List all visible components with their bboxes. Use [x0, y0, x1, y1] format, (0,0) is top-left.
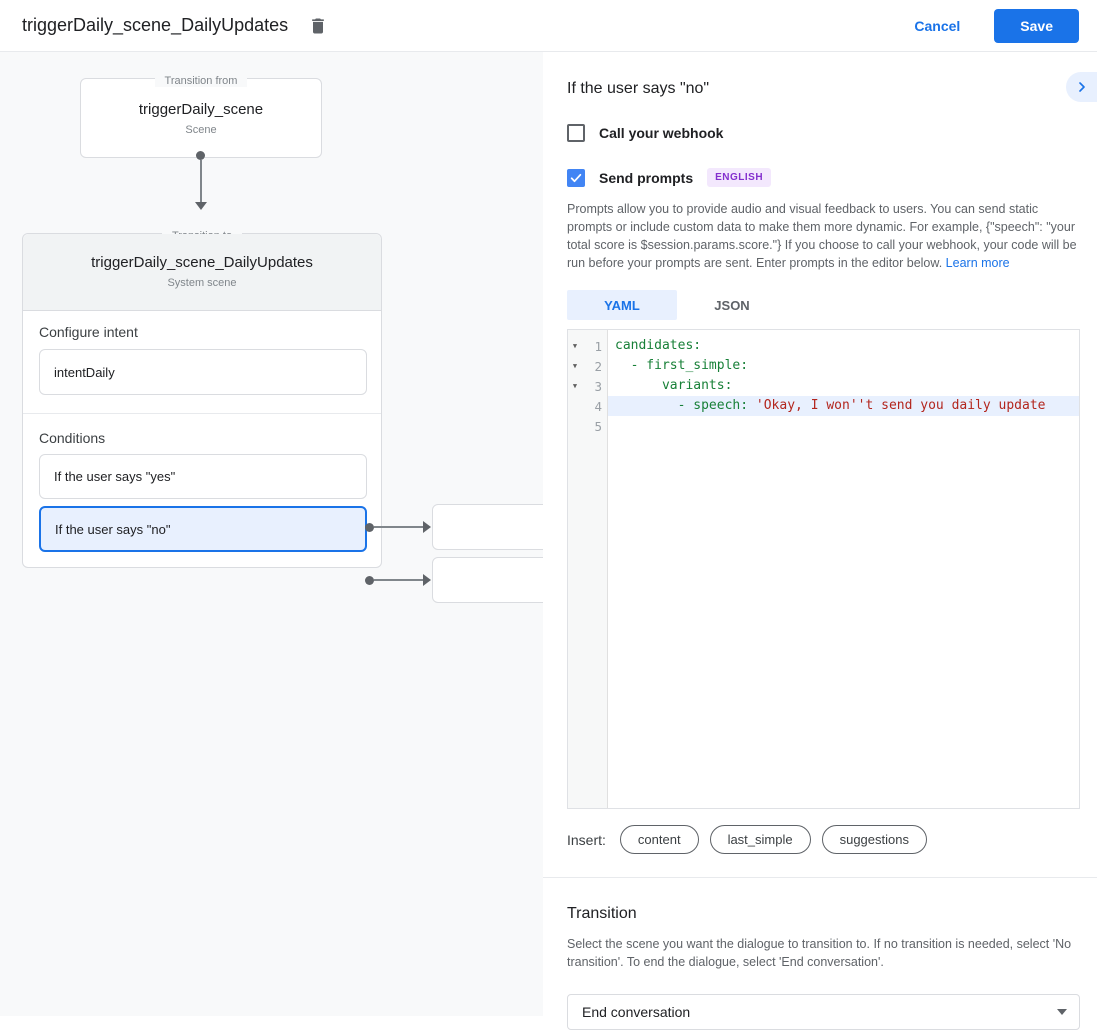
- line-number: 3: [594, 378, 602, 394]
- connector-dot: [365, 523, 374, 532]
- delete-button[interactable]: [306, 14, 330, 38]
- editor-format-tabs: YAML JSON: [567, 290, 1080, 320]
- from-scene-subtitle: Scene: [185, 124, 217, 136]
- dropdown-caret-icon: [1057, 1009, 1067, 1015]
- to-scene-title: triggerDaily_scene_DailyUpdates: [91, 254, 313, 271]
- editor-code-area[interactable]: candidates: - first_simple: variants: - …: [608, 330, 1079, 808]
- transition-from-node[interactable]: Transition from triggerDaily_scene Scene: [80, 75, 322, 158]
- learn-more-link[interactable]: Learn more: [945, 256, 1010, 270]
- transition-select[interactable]: End conversation: [567, 994, 1080, 1030]
- insert-chip-content[interactable]: content: [619, 825, 699, 854]
- main-content: Transition from triggerDaily_scene Scene…: [0, 52, 1097, 1030]
- arrow-down-icon: [195, 202, 207, 210]
- code-line-2[interactable]: - first_simple:: [630, 358, 749, 373]
- connector-line: [374, 579, 423, 581]
- code-line-4[interactable]: - speech: 'Okay, I won''t send you daily…: [608, 396, 1079, 416]
- insert-label: Insert:: [567, 831, 606, 848]
- connector-dot: [365, 576, 374, 585]
- panel-title: If the user says "no": [567, 80, 710, 97]
- connector-dot: [196, 151, 205, 160]
- insert-chip-last-simple[interactable]: last_simple: [709, 825, 811, 854]
- connector-line: [374, 526, 423, 528]
- tab-json[interactable]: JSON: [714, 297, 750, 313]
- to-card-header[interactable]: triggerDaily_scene_DailyUpdates System s…: [23, 234, 381, 311]
- target-node[interactable]: [432, 557, 543, 603]
- prompts-description: Prompts allow you to provide audio and v…: [567, 200, 1080, 272]
- save-button[interactable]: Save: [994, 8, 1079, 43]
- target-node[interactable]: [432, 504, 543, 550]
- editor-gutter: ▼ 1 ▼ 2 ▼ 3 4 5: [568, 330, 608, 808]
- condition-item-no[interactable]: If the user says "no": [39, 506, 367, 552]
- insert-row: Insert: content last_simple suggestions: [567, 825, 1080, 854]
- line-number: 4: [594, 398, 602, 414]
- condition-item-yes[interactable]: If the user says "yes": [39, 454, 367, 499]
- cancel-button[interactable]: Cancel: [914, 17, 961, 34]
- configure-intent-label: Configure intent: [39, 324, 138, 340]
- transition-select-value: End conversation: [582, 1004, 691, 1020]
- chevron-right-icon: [1078, 82, 1085, 92]
- send-prompts-label: Send prompts: [599, 169, 694, 186]
- check-icon: [570, 173, 582, 182]
- transition-from-legend: Transition from: [81, 71, 321, 89]
- code-line-1[interactable]: candidates:: [615, 338, 702, 353]
- fold-toggle-icon[interactable]: ▼: [572, 382, 578, 390]
- arrow-right-icon: [423, 574, 431, 586]
- line-number: 1: [594, 338, 602, 354]
- language-badge: ENGLISH: [707, 168, 772, 187]
- condition-detail-panel: If the user says "no" Call your webhook …: [543, 52, 1097, 1030]
- line-number: 2: [594, 358, 602, 374]
- trash-icon: [312, 18, 324, 33]
- insert-chip-suggestions[interactable]: suggestions: [821, 825, 927, 854]
- webhook-checkbox[interactable]: [567, 124, 585, 142]
- webhook-label: Call your webhook: [599, 125, 724, 141]
- code-line-5[interactable]: [608, 416, 1079, 436]
- page-title: triggerDaily_scene_DailyUpdates: [22, 15, 289, 35]
- send-prompts-checkbox[interactable]: [567, 168, 585, 187]
- from-scene-title: triggerDaily_scene: [138, 101, 264, 118]
- webhook-row: Call your webhook: [567, 124, 1080, 142]
- card-divider: [23, 413, 381, 414]
- connector-line: [200, 160, 202, 202]
- tab-yaml[interactable]: YAML: [567, 290, 677, 320]
- prompts-description-text: Prompts allow you to provide audio and v…: [567, 202, 1077, 270]
- transition-to-card: Transition to triggerDaily_scene_DailyUp…: [22, 230, 382, 568]
- send-prompts-row: Send prompts ENGLISH: [567, 168, 1080, 187]
- panel-divider: [543, 877, 1097, 878]
- code-editor: ▼ 1 ▼ 2 ▼ 3 4 5 candidates: - first_simple: var…: [567, 329, 1080, 809]
- fold-toggle-icon[interactable]: ▼: [572, 342, 578, 350]
- collapse-panel-button[interactable]: [1066, 72, 1097, 102]
- fold-toggle-icon[interactable]: ▼: [572, 362, 578, 370]
- to-scene-subtitle: System scene: [167, 277, 237, 289]
- app-header: triggerDaily_scene_DailyUpdates Cancel S…: [0, 0, 1097, 52]
- flow-canvas: Transition from triggerDaily_scene Scene…: [0, 52, 543, 1016]
- transition-description: Select the scene you want the dialogue t…: [567, 937, 1072, 969]
- intent-item[interactable]: intentDaily: [39, 349, 367, 395]
- conditions-label: Conditions: [39, 430, 106, 446]
- line-number: 5: [594, 418, 602, 434]
- transition-heading: Transition: [567, 905, 637, 922]
- arrow-right-icon: [423, 521, 431, 533]
- code-line-3[interactable]: variants:: [661, 378, 733, 393]
